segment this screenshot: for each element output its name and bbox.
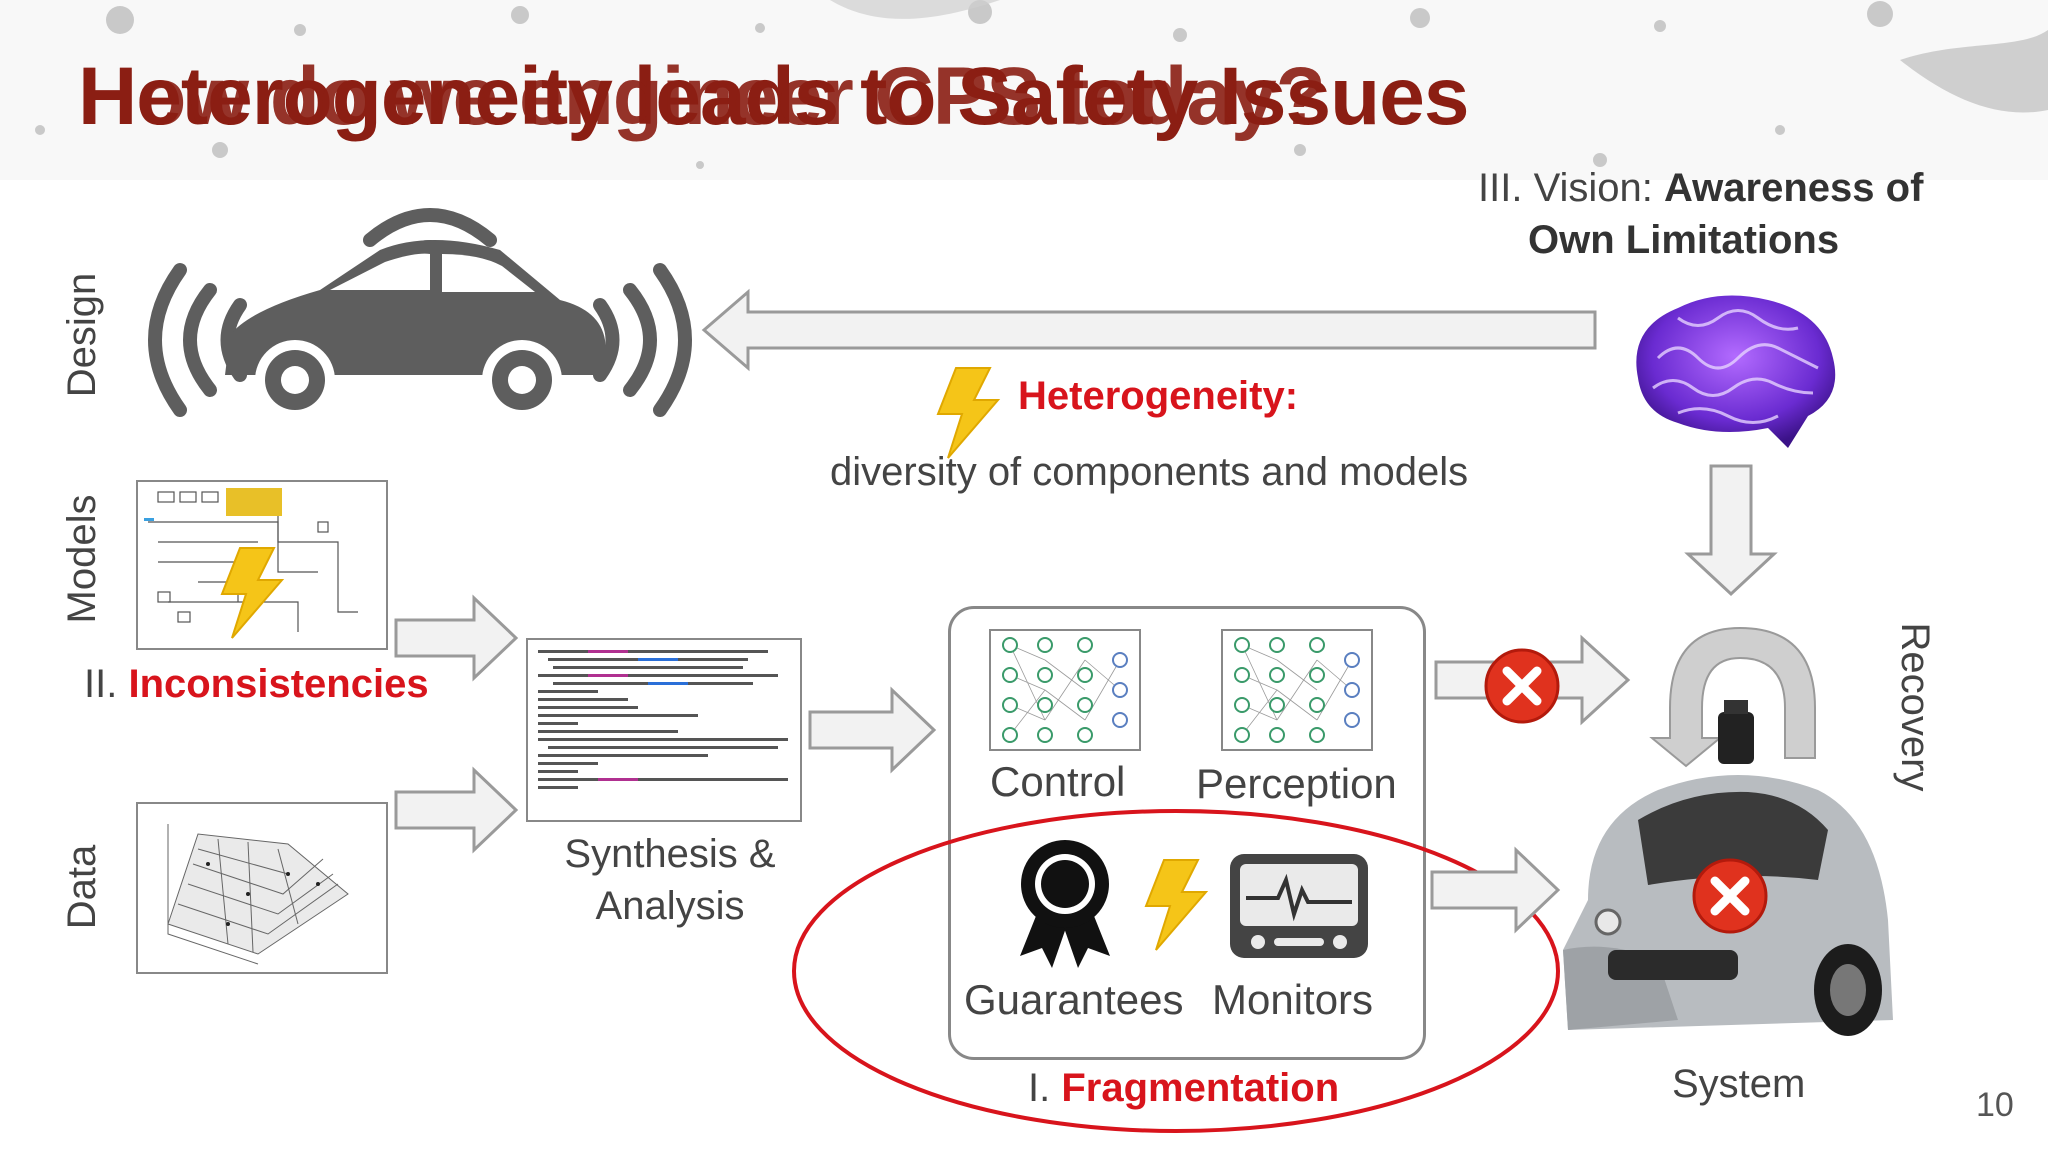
data-thumbnail bbox=[136, 802, 388, 974]
recovery-arrow-icon bbox=[1649, 626, 1816, 768]
heterogeneity-desc: diversity of components and models bbox=[830, 450, 1469, 494]
fragmentation-name: Fragmentation bbox=[1061, 1066, 1340, 1110]
paint-splatter-background bbox=[0, 0, 2048, 180]
arrow-data-to-synthesis bbox=[394, 766, 519, 854]
row-label-data: Data bbox=[60, 844, 104, 930]
error-x-icon-system bbox=[1692, 858, 1768, 934]
lightning-icon-models bbox=[220, 547, 285, 639]
heterogeneity-title: Heterogeneity: bbox=[1018, 374, 1299, 418]
lightning-icon bbox=[936, 367, 1001, 459]
inconsistencies-name: Inconsistencies bbox=[128, 662, 429, 706]
inconsistencies-prefix: II. bbox=[84, 662, 129, 706]
code-thumbnail bbox=[526, 638, 802, 822]
component-control: Control bbox=[990, 758, 1126, 805]
monitor-icon bbox=[1230, 854, 1368, 958]
fragmentation-ellipse bbox=[792, 809, 1560, 1133]
neural-network-icon-control bbox=[989, 629, 1141, 751]
row-label-models: Models bbox=[60, 494, 104, 624]
components-box bbox=[948, 606, 1426, 1060]
arrow-down-to-system bbox=[1684, 464, 1778, 597]
error-x-icon bbox=[1484, 648, 1560, 724]
inconsistencies-label: II. Inconsistencies bbox=[84, 662, 429, 707]
synthesis-line1: Synthesis & bbox=[564, 832, 776, 876]
arrow-synthesis-to-components bbox=[808, 686, 937, 774]
slide-title: Heterogeneity leads to Safety Issues How… bbox=[78, 50, 1638, 160]
fragmentation-label: I. Fragmentation bbox=[1028, 1066, 1339, 1111]
component-monitors: Monitors bbox=[1212, 976, 1374, 1023]
lightning-icon-fragmentation bbox=[1144, 859, 1209, 951]
vision-strong-1: Awareness of bbox=[1664, 166, 1924, 210]
arrow-models-to-synthesis bbox=[394, 594, 519, 682]
vision-prefix: III. Vision: bbox=[1478, 166, 1665, 210]
system-label: System bbox=[1672, 1062, 1806, 1106]
row-label-design: Design bbox=[60, 272, 104, 398]
connected-car-icon bbox=[148, 208, 692, 420]
page-number: 10 bbox=[1976, 1086, 2014, 1124]
fragmentation-prefix: I. bbox=[1028, 1066, 1062, 1110]
vision-line2: Own Limitations bbox=[1528, 218, 1840, 262]
ribbon-badge-icon bbox=[1020, 840, 1110, 968]
component-guarantees: Guarantees bbox=[964, 976, 1184, 1023]
arrow-to-design bbox=[701, 288, 1597, 372]
arrow-ellipse-to-system bbox=[1430, 846, 1561, 934]
slide-title-layer-1: Heterogeneity leads to Safety Issues bbox=[78, 51, 1469, 142]
self-driving-car-icon bbox=[1563, 700, 1893, 1036]
component-perception: Perception bbox=[1196, 760, 1397, 807]
vision-line1: III. Vision: Awareness of bbox=[1478, 166, 1923, 211]
synthesis-line2: Analysis bbox=[595, 884, 745, 928]
brain-icon bbox=[1636, 295, 1836, 448]
slide-title-layer-2: How do we engineer CPS today? bbox=[78, 51, 1326, 142]
neural-network-icon-perception bbox=[1221, 629, 1373, 751]
